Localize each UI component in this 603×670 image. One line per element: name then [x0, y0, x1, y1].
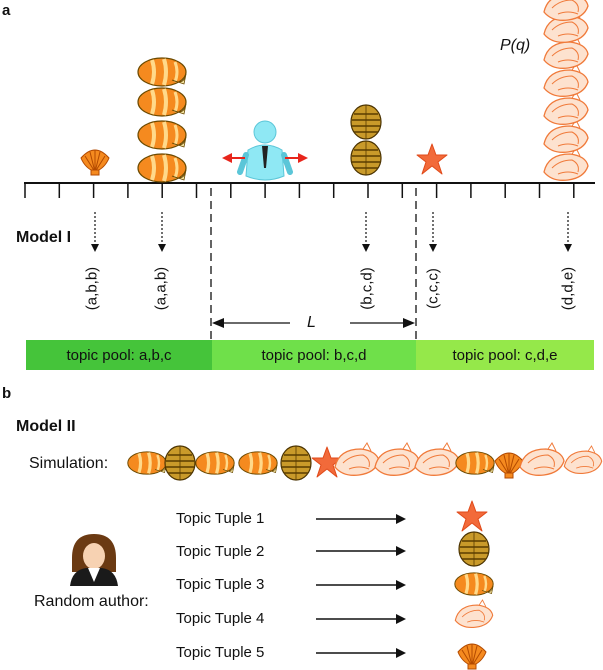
length-label: L: [307, 314, 316, 331]
topic-tuple-label: Topic Tuple 3: [176, 576, 265, 593]
arrow-head: [396, 546, 406, 556]
tuple-label: (a,a,b): [152, 266, 170, 311]
pq-label: P(q): [500, 37, 531, 54]
arrow-head: [362, 244, 370, 252]
simulation-label: Simulation:: [29, 455, 109, 472]
brown-shell-icon: [350, 104, 382, 140]
tuple-label: (a,b,b): [83, 266, 101, 311]
brown-shell-icon: [350, 140, 382, 176]
cockle-shell-icon: [136, 152, 188, 184]
scallop-shell-icon: [80, 149, 110, 176]
arrow-head: [429, 244, 437, 252]
cockle-shell-icon: [136, 86, 188, 118]
topic-pool-2: topic pool: b,c,d: [212, 340, 416, 370]
cockle-shell-icon: [136, 119, 188, 151]
topic-tuple-label: Topic Tuple 5: [176, 644, 265, 661]
author-avatar-icon: [70, 534, 118, 586]
topic-pool-label: topic pool: b,c,d: [261, 346, 367, 364]
panel-a-label: a: [2, 2, 11, 19]
simulation-sequence: [126, 442, 603, 481]
red-move-arrows: [222, 153, 308, 163]
topic-tuple-arrows: [316, 514, 406, 658]
model-1-label: Model I: [16, 229, 72, 246]
topic-tuple-label: Topic Tuple 1: [176, 510, 265, 527]
topic-pool-3: topic pool: c,d,e: [416, 340, 594, 370]
topic-pool-label: topic pool: a,b,c: [66, 346, 172, 364]
arrow-head: [396, 648, 406, 658]
conch-stack: [543, 0, 589, 181]
topic-tuple-label: Topic Tuple 2: [176, 543, 265, 560]
starfish-icon: [416, 143, 448, 175]
arrow-head: [396, 514, 406, 524]
tuple-label: (c,c,c): [424, 268, 442, 309]
arrow-head: [91, 244, 99, 252]
axis-ticks: [24, 183, 575, 198]
scallop-shell-icon: [457, 643, 487, 670]
topic-pool-1: topic pool: a,b,c: [26, 340, 212, 370]
arrow-head: [396, 614, 406, 624]
tuple-label: (b,c,d): [358, 267, 376, 310]
arrow-head: [158, 244, 166, 252]
cockle-shell-icon: [136, 56, 188, 88]
panel-b-label: b: [2, 385, 12, 402]
conch-shell-icon: [543, 0, 589, 21]
random-author-label: Random author:: [34, 593, 149, 610]
topic-pool-label: topic pool: c,d,e: [452, 346, 558, 364]
conch-shell-icon: [454, 599, 494, 629]
brown-shell-icon: [458, 531, 490, 567]
cockle-shell-icon: [453, 571, 495, 597]
arrow-head: [396, 580, 406, 590]
dotted-arrows: [91, 212, 572, 252]
walker-person-icon: [237, 120, 293, 181]
topic-tuple-label: Topic Tuple 4: [176, 610, 265, 627]
model-2-label: Model II: [16, 418, 76, 435]
arrow-head: [564, 244, 572, 252]
tuple-label: (d,d,e): [559, 266, 577, 311]
starfish-icon: [456, 500, 488, 532]
